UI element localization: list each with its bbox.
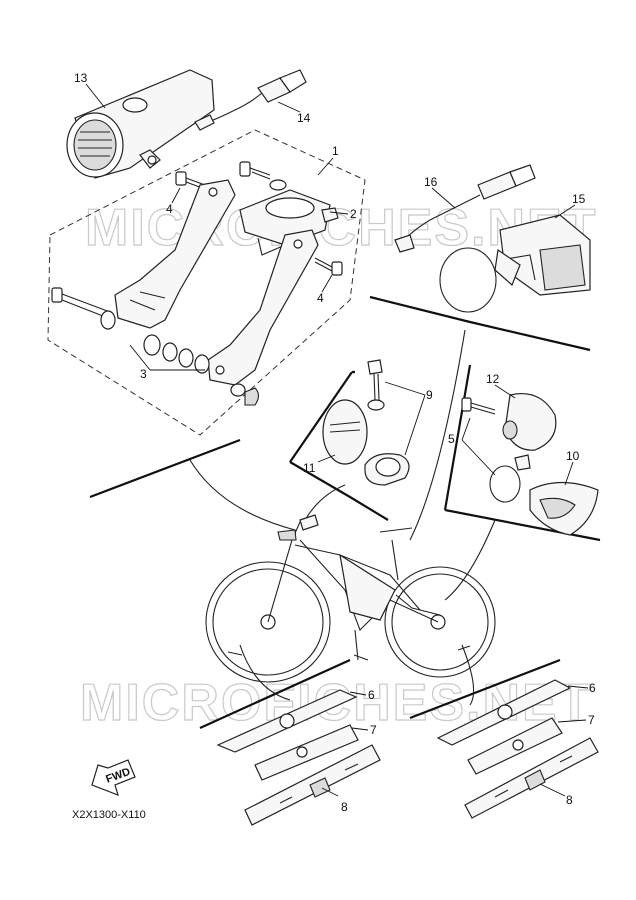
bolt-upper <box>175 171 206 190</box>
leader-4b <box>321 274 333 293</box>
leader-6b <box>567 685 589 689</box>
callout-10: 10 <box>566 449 580 463</box>
leader-16 <box>431 187 456 209</box>
separator-right-reflectors <box>409 658 561 720</box>
leader-2 <box>329 211 349 215</box>
leader-1 <box>317 157 334 176</box>
callout-8b: 8 <box>566 793 573 807</box>
bicycle <box>205 514 496 683</box>
leader-7b <box>557 719 587 723</box>
clamp-bolt <box>239 161 287 191</box>
separator-rear-light <box>369 295 591 352</box>
callout-14: 14 <box>297 111 311 125</box>
long-bolt <box>51 287 116 330</box>
leader-10 <box>564 461 574 486</box>
mount-kit <box>322 359 410 486</box>
headlight-usb-cable <box>194 69 307 131</box>
leader-8b <box>539 783 566 797</box>
callout-7b: 7 <box>588 713 595 727</box>
callout-2: 2 <box>350 207 357 221</box>
leader-14 <box>277 101 301 113</box>
reflector-6-left <box>216 689 358 753</box>
leader-13 <box>85 83 106 109</box>
callout-7a: 7 <box>370 723 377 737</box>
callout-13: 13 <box>74 71 88 85</box>
leader-8a <box>321 787 339 797</box>
callout-15: 15 <box>572 192 586 206</box>
reflector-7-left <box>254 724 359 781</box>
rear-light <box>439 214 591 313</box>
leader-15 <box>554 204 576 219</box>
leader-5 <box>461 417 496 476</box>
leader-11 <box>317 454 336 463</box>
separator-mount-kit <box>289 370 389 521</box>
assembly-boundary <box>47 129 366 436</box>
callout-8a: 8 <box>341 800 348 814</box>
leader-3 <box>129 344 205 371</box>
leader-6a <box>349 691 367 696</box>
cap-nut <box>230 383 260 406</box>
rear-reflector-kit <box>461 393 599 536</box>
headlight <box>66 69 215 179</box>
forward-arrow-icon: FWD <box>91 759 136 796</box>
leader-12 <box>494 384 516 399</box>
callout-11: 11 <box>303 461 316 475</box>
callout-5: 5 <box>448 432 455 446</box>
mounting-bracket <box>114 179 319 386</box>
callout-16: 16 <box>424 175 438 189</box>
bolt-lower <box>314 257 343 276</box>
leader-reflector-to-bike <box>444 519 496 601</box>
callout-3: 3 <box>140 367 147 381</box>
callout-4a: 4 <box>166 202 173 216</box>
leader-4a <box>171 187 181 204</box>
separator-front-light <box>89 438 241 499</box>
callout-1: 1 <box>332 144 339 158</box>
leader-front-light-to-bike <box>189 459 296 531</box>
separator-reflector-kit <box>443 364 601 542</box>
callout-6b: 6 <box>589 681 596 695</box>
reflector-7-right <box>467 717 563 775</box>
callout-4b: 4 <box>317 291 324 305</box>
callout-9: 9 <box>426 388 433 402</box>
leader-7a <box>351 727 369 731</box>
leader-mount-to-bike <box>304 484 346 521</box>
spacer-washers <box>143 334 210 374</box>
reflector-8-left <box>244 744 381 826</box>
callout-12: 12 <box>486 372 500 386</box>
rear-light-usb-cable <box>394 164 536 253</box>
leader-9 <box>384 381 426 456</box>
leader-rear-wheel-reflectors <box>461 644 475 706</box>
leader-rear-light-to-bike <box>409 329 466 541</box>
reflector-8-right <box>464 737 599 819</box>
reflector-6-right <box>436 679 572 746</box>
callout-6a: 6 <box>368 688 375 702</box>
diagram-code: X2X1300-X110 <box>72 809 146 821</box>
